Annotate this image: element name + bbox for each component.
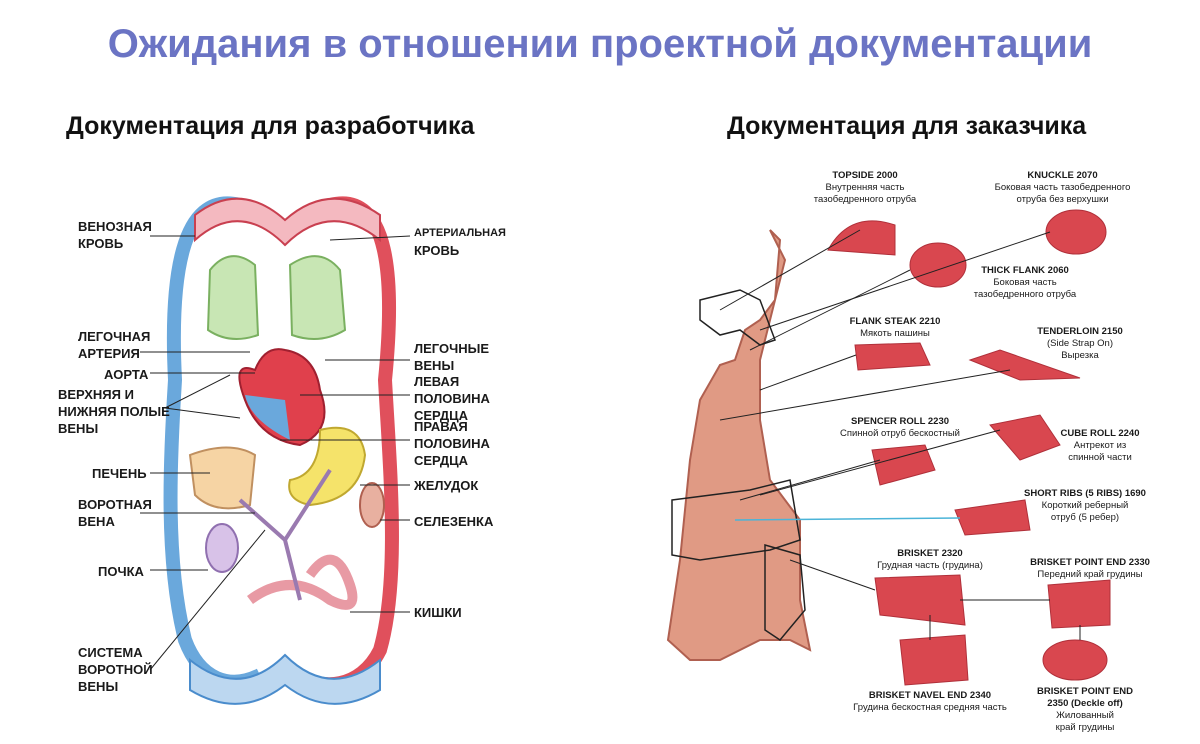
customer-heading: Документация для заказчика	[727, 112, 1087, 140]
label-portal-system-1: СИСТЕМА	[78, 645, 143, 660]
short-ribs-piece	[954, 499, 1031, 536]
tenderloin-piece	[968, 349, 1081, 381]
deckle-piece	[1042, 639, 1108, 681]
label-arterial-1: АРТЕРИАЛЬНАЯ	[414, 227, 506, 239]
brisket-point-piece	[1047, 579, 1111, 629]
label-portal-system-2: ВОРОТНОЙ	[78, 662, 153, 677]
topside-piece	[827, 220, 896, 256]
flank-steak-piece	[854, 342, 931, 371]
developer-heading: Документация для разработчика	[66, 112, 475, 140]
upper-capillaries	[194, 197, 381, 247]
lower-capillaries	[189, 653, 381, 705]
short-ribs-pointer	[734, 517, 961, 521]
label-venous-1: ВЕНОЗНАЯ	[78, 219, 152, 234]
brisket-section	[764, 544, 806, 641]
knuckle-piece	[1045, 209, 1107, 255]
label-right-heart-3: СЕРДЦА	[414, 453, 469, 468]
label-liver: ПЕЧЕНЬ	[92, 466, 147, 481]
label-arterial-2: КРОВЬ	[414, 243, 460, 258]
label-portal-vein-2: ВЕНА	[78, 514, 115, 529]
beef-carcass	[666, 229, 812, 661]
brisket-piece	[874, 574, 966, 626]
label-stomach: ЖЕЛУДОК	[414, 478, 479, 493]
label-pulm-veins-2: ВЕНЫ	[414, 358, 455, 373]
label-left-heart-1: ЛЕВАЯ	[414, 374, 460, 389]
cube-roll-piece	[989, 414, 1061, 461]
label-venous-2: КРОВЬ	[78, 236, 124, 251]
label-intestine: КИШКИ	[414, 605, 462, 620]
label-pulm-artery-2: АРТЕРИЯ	[78, 346, 140, 361]
right-lung	[288, 255, 347, 340]
cut-deckle: BRISKET POINT END 2350 (Deckle off)Жилов…	[1036, 686, 1134, 733]
rib-section	[671, 479, 801, 561]
cut-tenderloin: TENDERLOIN 2150(Side Strap On)Вырезка	[1037, 326, 1123, 361]
kidney	[205, 523, 239, 573]
right-heart	[245, 395, 290, 440]
label-vena-cava-3: ВЕНЫ	[58, 421, 99, 436]
spleen	[359, 482, 385, 528]
stomach	[288, 426, 367, 507]
label-vena-cava-1: ВЕРХНЯЯ И	[58, 387, 134, 402]
label-left-heart-2: ПОЛОВИНА	[414, 391, 490, 406]
label-left-heart-3: СЕРДЦА	[414, 408, 469, 423]
label-vena-cava-2: НИЖНЯЯ ПОЛЫЕ	[58, 404, 170, 419]
label-right-heart-1: ПРАВАЯ	[414, 419, 468, 434]
label-aorta: АОРТА	[104, 367, 149, 382]
heart	[238, 348, 326, 447]
label-kidney: ПОЧКА	[98, 564, 144, 579]
left-lung	[206, 255, 260, 340]
page-title: Ожидания в отношении проектной документа…	[107, 22, 1093, 66]
liver	[188, 446, 257, 510]
thick-flank-piece	[909, 242, 967, 288]
label-spleen: СЕЛЕЗЕНКА	[414, 514, 494, 529]
label-portal-system-3: ВЕНЫ	[78, 679, 119, 694]
label-portal-vein-1: ВОРОТНАЯ	[78, 497, 152, 512]
label-pulm-veins-1: ЛЕГОЧНЫЕ	[414, 341, 490, 356]
spencer-piece	[871, 444, 936, 486]
label-pulm-artery-1: ЛЕГОЧНАЯ	[78, 329, 151, 344]
label-right-heart-2: ПОЛОВИНА	[414, 436, 490, 451]
intestine	[247, 554, 358, 610]
navel-end-piece	[899, 634, 969, 686]
